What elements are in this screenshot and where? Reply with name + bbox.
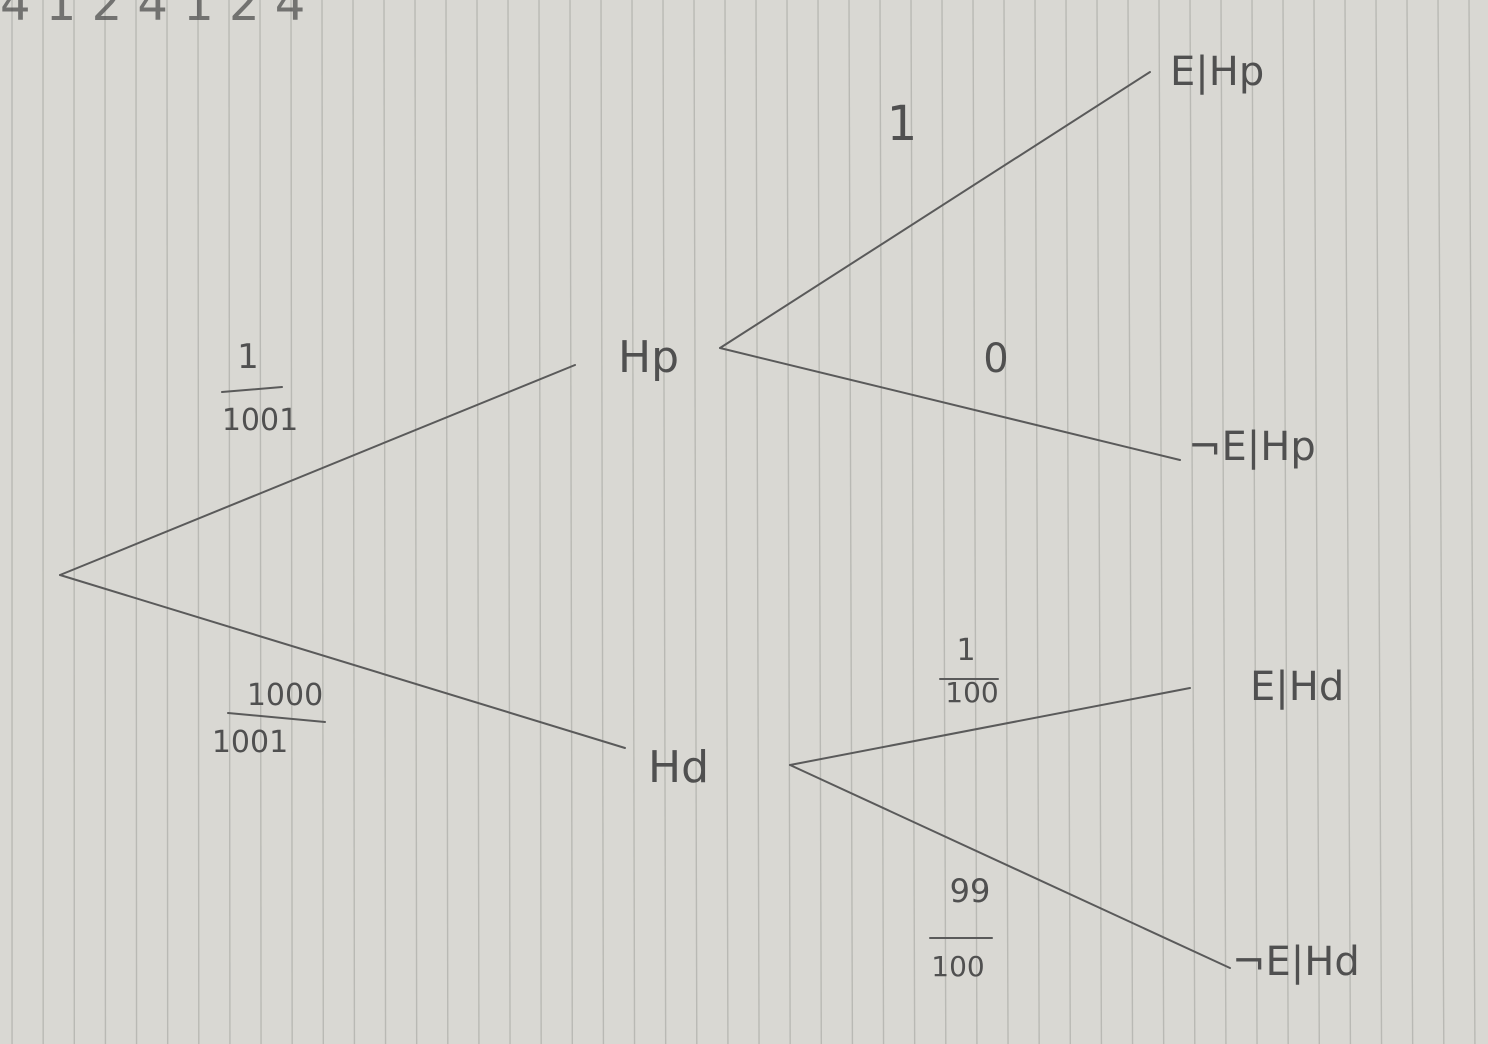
rule-line — [135, 0, 138, 1044]
rule-line — [445, 0, 449, 1044]
prob-e-given-hd: 1 100 — [939, 633, 999, 709]
rule-line — [290, 0, 293, 1044]
rule-line — [693, 0, 698, 1044]
rule-line — [1065, 0, 1071, 1044]
branch-hp-to-e — [719, 71, 1151, 349]
header-scribble: 4 1 2 4 1 2 4 — [0, 0, 305, 32]
prob-hp-numerator: 1 — [237, 337, 259, 377]
prob-not-e-given-hd: 99 100 — [929, 872, 993, 983]
ruled-lines — [11, 0, 1476, 1044]
prob-e-given-hd-numerator: 1 — [956, 633, 975, 668]
prob-hp-fraction-bar — [221, 386, 283, 393]
branch-root-to-hd — [59, 574, 626, 749]
rule-line — [786, 0, 791, 1044]
rule-line — [321, 0, 324, 1044]
prob-e-given-hd-denominator: 100 — [945, 676, 998, 709]
prob-hp-denominator: 1001 — [222, 403, 298, 438]
rule-line — [1468, 0, 1476, 1044]
rule-line — [1344, 0, 1352, 1044]
rule-line — [879, 0, 885, 1044]
rule-line — [631, 0, 636, 1044]
rule-line — [1375, 0, 1383, 1044]
rule-line — [662, 0, 667, 1044]
rule-line — [507, 0, 511, 1044]
rule-line — [569, 0, 573, 1044]
rule-line — [1189, 0, 1196, 1044]
prob-hd-numerator: 1000 — [247, 678, 323, 713]
rule-line — [1220, 0, 1227, 1044]
rule-line — [1313, 0, 1320, 1044]
rule-line — [972, 0, 978, 1044]
prob-hd-fraction-bar — [227, 712, 326, 723]
rule-line — [414, 0, 418, 1044]
rule-line — [166, 0, 169, 1044]
prob-not-e-given-hp: 0 — [983, 336, 1008, 382]
leaf-not-e-given-hd: ¬E|Hd — [1232, 939, 1360, 985]
prob-hd-denominator: 1001 — [212, 725, 288, 760]
rule-line — [817, 0, 822, 1044]
rule-line — [1158, 0, 1165, 1044]
node-hp: Hp — [618, 332, 679, 383]
rule-line — [352, 0, 356, 1044]
leaf-not-e-given-hp: ¬E|Hp — [1188, 424, 1316, 470]
prob-hp: 1 1001 — [221, 337, 298, 438]
rule-line — [476, 0, 480, 1044]
leaf-e-given-hd: E|Hd — [1250, 664, 1344, 710]
rule-line — [1406, 0, 1414, 1044]
rule-line — [1096, 0, 1103, 1044]
prob-hd: 1000 1001 — [212, 678, 326, 760]
rule-line — [1282, 0, 1289, 1044]
rule-line — [724, 0, 729, 1044]
rule-line — [1437, 0, 1445, 1044]
rule-line — [383, 0, 387, 1044]
branch-hd-to-e — [789, 687, 1191, 766]
prob-not-e-given-hd-numerator: 99 — [950, 872, 991, 910]
branch-root-to-hp — [59, 364, 576, 576]
rule-line — [538, 0, 542, 1044]
rule-line — [600, 0, 605, 1044]
rule-line — [1003, 0, 1009, 1044]
rule-line — [259, 0, 262, 1044]
tree-branches — [59, 71, 1231, 969]
rule-line — [1251, 0, 1258, 1044]
rule-line — [197, 0, 200, 1044]
rule-line — [1127, 0, 1134, 1044]
leaf-e-given-hp: E|Hp — [1170, 49, 1264, 95]
rule-line — [910, 0, 916, 1044]
branch-hp-to-not-e — [719, 347, 1181, 461]
rule-line — [848, 0, 854, 1044]
node-hd: Hd — [648, 742, 709, 793]
rule-line — [941, 0, 947, 1044]
rule-line — [228, 0, 231, 1044]
branch-hd-to-not-e — [789, 764, 1231, 969]
rule-line — [755, 0, 760, 1044]
prob-not-e-given-hd-denominator: 100 — [931, 950, 984, 983]
header-scribble-text: 4 1 2 4 1 2 4 — [0, 0, 305, 32]
prob-e-given-hp: 1 — [887, 96, 918, 152]
rule-line — [1034, 0, 1040, 1044]
